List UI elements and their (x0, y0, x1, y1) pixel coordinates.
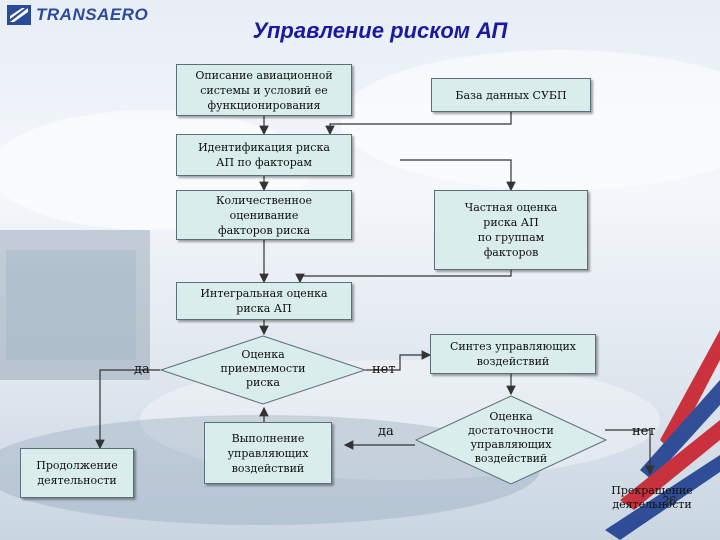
slide-number: 26 (662, 493, 677, 508)
edge-acceptability-continue (95, 369, 160, 450)
node-acceptability-diamond (159, 335, 367, 405)
node-quantitative-assessment: Количественное оценивание факторов риска (176, 190, 352, 240)
node-risk-identification: Идентификация риска АП по факторам (176, 134, 352, 176)
node-synthesis-label: Синтез управляющих воздействий (449, 340, 577, 368)
edge-label-yes-left: да (134, 362, 150, 377)
node-system-description: Описание авиационной системы и условий е… (176, 64, 352, 116)
edge-label-no-right: нет (372, 362, 396, 377)
node-integral-assessment-label: Интегральная оценка риска АП (200, 287, 328, 315)
node-execution: Выполнение управляющих воздействий (204, 422, 332, 484)
node-continue: Продолжение деятельности (20, 448, 134, 498)
edge-partial-integral (295, 270, 512, 284)
node-partial-assessment-label: Частная оценка риска АП по группам факто… (464, 201, 558, 259)
node-acceptability-label: Оценка приемлемости риска (220, 348, 306, 389)
node-system-description-label: Описание авиационной системы и условий е… (195, 68, 333, 112)
node-execution-label: Выполнение управляющих воздействий (227, 431, 309, 475)
node-continue-label: Продолжение деятельности (36, 459, 118, 487)
node-sufficiency-diamond (414, 395, 608, 485)
node-stop-label: Прекращение деятельности (611, 484, 693, 511)
edge-label-no-far-right: нет (632, 424, 656, 439)
edge-sufficiency-stop (605, 429, 655, 476)
node-partial-assessment: Частная оценка риска АП по группам факто… (434, 190, 588, 270)
node-integral-assessment: Интегральная оценка риска АП (176, 282, 352, 320)
edge-database-identify (325, 112, 512, 136)
edge-identify-partial (400, 159, 516, 192)
node-database-label: База данных СУБП (455, 88, 567, 102)
node-sufficiency-label: Оценка достаточности управляющих воздейс… (468, 410, 554, 465)
edge-label-yes-bottom: да (378, 424, 394, 439)
node-synthesis: Синтез управляющих воздействий (430, 334, 596, 374)
slide-title: Управление риском АП (252, 18, 508, 43)
node-database: База данных СУБП (431, 78, 591, 112)
logo-emblem-icon (7, 5, 31, 25)
brand-logo: TRANSAERO (6, 4, 148, 26)
node-risk-identification-label: Идентификация риска АП по факторам (198, 141, 330, 169)
node-quantitative-assessment-label: Количественное оценивание факторов риска (216, 193, 312, 237)
logo-text: TRANSAERO (36, 5, 149, 24)
edge-acceptability-synthesis (365, 350, 432, 371)
